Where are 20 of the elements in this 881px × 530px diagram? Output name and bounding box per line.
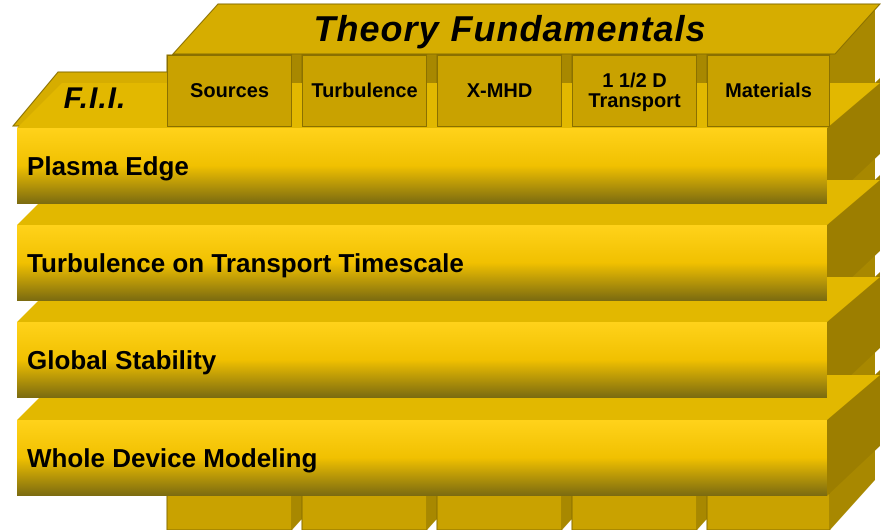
column-label: X-MHD (466, 81, 532, 101)
column-header-box (572, 55, 697, 127)
row-label: Whole Device Modeling (27, 442, 318, 474)
column-header-box (707, 55, 830, 127)
column-label: Sources (190, 81, 269, 101)
row-bar (17, 420, 827, 496)
row-label: Global Stability (27, 344, 216, 376)
column-header-box (302, 55, 427, 127)
column-header-box (167, 55, 292, 127)
column-label: 1 1/2 D Transport (587, 71, 682, 111)
slab-title: F.I.I. (64, 82, 126, 116)
column-label: Turbulence (311, 81, 418, 101)
column-label: Materials (725, 81, 812, 101)
row-bar (17, 225, 827, 301)
row-label: Turbulence on Transport Timescale (27, 248, 464, 278)
row-label: Plasma Edge (27, 150, 189, 182)
row-bar (17, 322, 827, 398)
slab-title: Theory Fundamentals (313, 8, 707, 50)
column-header-box (437, 55, 562, 127)
row-bar (17, 128, 827, 204)
